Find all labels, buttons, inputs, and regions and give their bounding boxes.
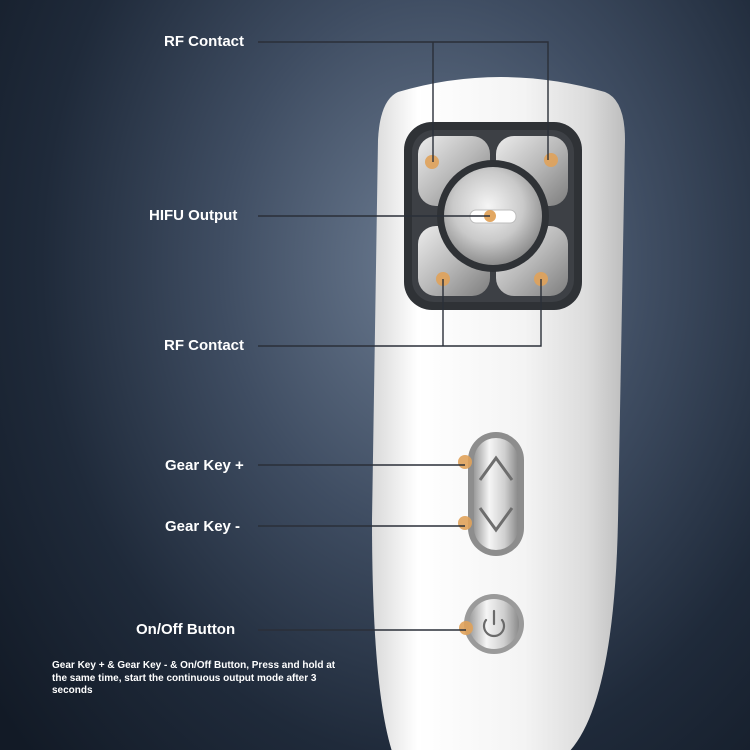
label-on-off-button: On/Off Button [136,621,236,638]
contact-dot [425,155,439,169]
power-icon [482,609,506,638]
label-gear-key-minus: Gear Key - [165,518,241,535]
label-rf-contact-top: RF Contact [164,33,244,50]
contact-dot [544,153,558,167]
usage-note: Gear Key + & Gear Key - & On/Off Button,… [52,660,336,696]
contact-dot [458,516,472,530]
contact-dot [458,455,472,469]
label-hifu-output: HIFU Output [149,207,238,224]
contact-dot [459,621,473,635]
leader-lines [258,41,549,631]
label-gear-key-plus: Gear Key + [165,457,244,474]
label-rf-contact-bottom: RF Contact [164,337,244,354]
